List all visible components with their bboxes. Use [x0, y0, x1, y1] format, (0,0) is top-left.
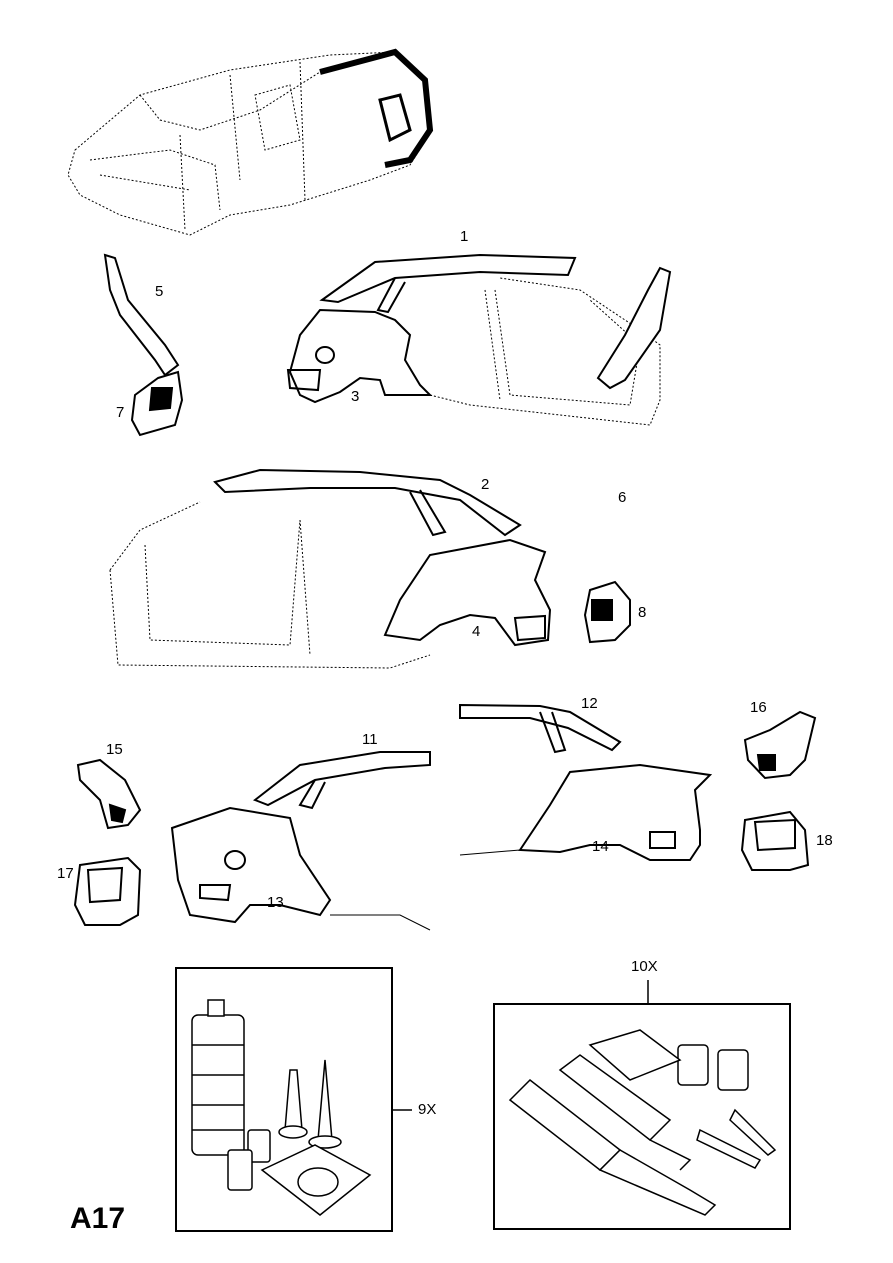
part-16-pillar	[743, 710, 817, 780]
applicator-pack-icon	[260, 1144, 372, 1216]
callout-17: 17	[57, 865, 74, 882]
part-12-roof-rail	[459, 703, 622, 754]
callout-15: 15	[106, 741, 123, 758]
callout-3: 3	[351, 388, 360, 405]
page-code: A17	[70, 1202, 126, 1235]
part-1-roof-rail	[319, 253, 577, 314]
kit-nozzles-icon	[696, 1108, 777, 1169]
part-11-roof-rail	[252, 751, 431, 810]
callout-12: 12	[581, 695, 598, 712]
overview-body-shell	[67, 48, 434, 236]
part-6-pillar	[596, 266, 672, 390]
callout-2: 2	[481, 476, 490, 493]
sedan-left-body-outline	[330, 914, 431, 931]
sealant-cartridge-icon	[191, 999, 245, 1156]
kit-9x-box	[175, 967, 412, 1232]
callout-1: 1	[460, 228, 469, 245]
sedan-right-body-outline	[459, 849, 521, 856]
callout-4: 4	[472, 623, 481, 640]
callout-7: 7	[116, 404, 125, 421]
part-2-roof-rail	[213, 468, 522, 537]
callout-10x: 10X	[631, 958, 658, 975]
part-18-wheelhouse	[740, 810, 810, 871]
callout-5: 5	[155, 283, 164, 300]
part-8-wheelhouse	[583, 580, 631, 644]
nozzle-icon	[278, 1059, 342, 1149]
kit-10x-box	[493, 980, 791, 1230]
callout-13: 13	[267, 894, 284, 911]
adhesive-tubes-icon	[508, 1054, 717, 1216]
part-7-wheelhouse	[130, 370, 184, 437]
part-15-pillar	[76, 758, 142, 830]
callout-9x: 9X	[418, 1101, 437, 1118]
callout-11: 11	[362, 731, 378, 748]
part-13-quarter-panel	[170, 806, 332, 924]
primer-bottle-icon	[227, 1129, 271, 1191]
kit-bottles-icon	[588, 1029, 749, 1091]
part-3-quarter-panel	[286, 308, 433, 404]
part-5-pillar	[103, 253, 180, 377]
callout-6: 6	[618, 489, 627, 506]
part-14-quarter-panel	[518, 763, 713, 861]
part-4-quarter-panel	[383, 538, 552, 647]
left-side-body-outline	[429, 277, 661, 426]
part-17-wheelhouse	[73, 856, 142, 926]
right-side-body-outline	[109, 501, 431, 669]
callout-14: 14	[592, 838, 609, 855]
callout-8: 8	[638, 604, 647, 621]
callout-18: 18	[816, 832, 833, 849]
callout-16: 16	[750, 699, 767, 716]
